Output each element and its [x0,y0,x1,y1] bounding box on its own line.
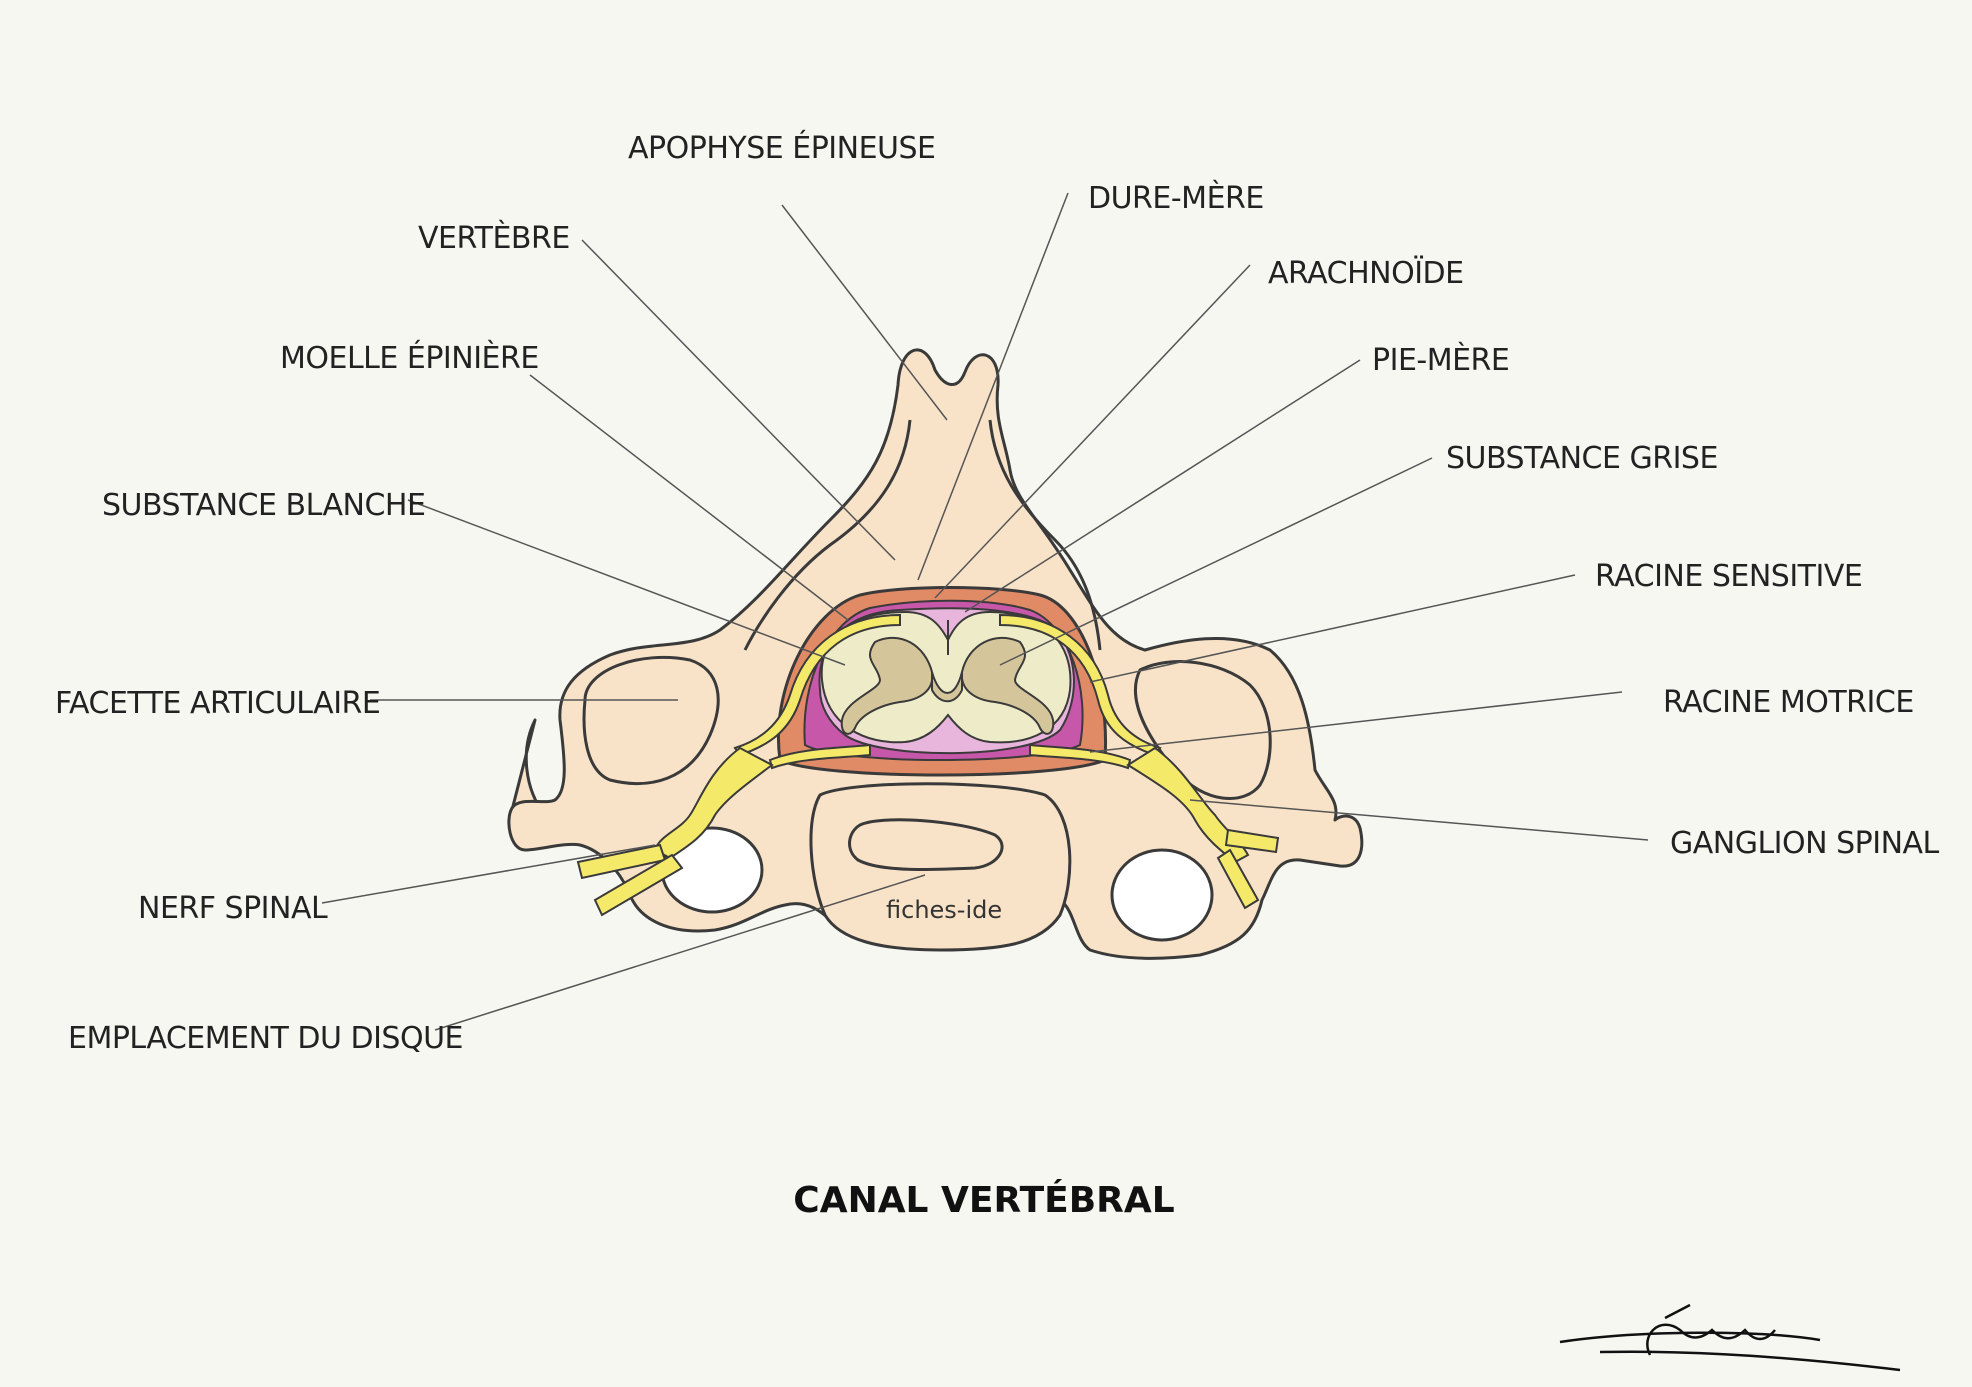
labels: APOPHYSE ÉPINEUSE VERTÈBRE MOELLE ÉPINIÈ… [55,130,1940,1221]
grey-matter [840,636,1055,735]
nerve-roots [576,613,1280,917]
label-racine-sensitive: RACINE SENSITIVE [1595,559,1862,594]
spinal-cord-assembly [777,586,1108,777]
label-facette: FACETTE ARTICULAIRE [55,686,380,721]
leader-pie-mere [964,359,1361,613]
leader-moelle [529,374,849,621]
leader-dure-mere [917,192,1069,581]
facet-right [1134,660,1272,800]
leader-substance-grise [999,457,1433,666]
root-right-sensory [999,613,1162,757]
label-substance-grise: SUBSTANCE GRISE [1446,441,1718,476]
leader-nerf-spinal [321,844,656,904]
facet-left [582,655,720,786]
leader-arachnoide [934,264,1251,599]
spinal-nerve-right-a [1224,828,1280,854]
label-ganglion: GANGLION SPINAL [1670,826,1940,861]
spinal-nerve-left-a [576,843,667,880]
disc-location [848,818,1004,872]
leader-apophyse [781,204,948,421]
leader-substance-blanche [407,499,846,666]
label-apophyse: APOPHYSE ÉPINEUSE [628,130,935,166]
spinal-nerve-left-b [593,853,684,917]
label-nerf-spinal: NERF SPINAL [138,891,328,926]
label-arachnoide: ARACHNOÏDE [1268,255,1464,291]
label-pie-mere: PIE-MÈRE [1372,342,1509,378]
diagram-title: CANAL VERTÉBRAL [793,1179,1174,1221]
leader-racine-sensitive [1089,574,1576,683]
foramen-right [1110,848,1214,942]
watermark-text: fiches-ide [886,896,1002,924]
label-racine-motrice: RACINE MOTRICE [1663,685,1914,720]
label-substance-blanche: SUBSTANCE BLANCHE [102,488,425,523]
root-left-sensory [733,613,901,757]
leader-disque [434,874,926,1031]
spinal-nerve-right-b [1216,848,1260,910]
leader-lines [321,192,1649,1031]
label-moelle: MOELLE ÉPINIÈRE [280,340,539,376]
signature [1559,1303,1901,1372]
leader-vertebre [581,239,896,561]
label-dure-mere: DURE-MÈRE [1088,180,1264,216]
label-vertebre: VERTÈBRE [418,220,570,256]
label-disque: EMPLACEMENT DU DISQUE [68,1021,463,1056]
leader-racine-motrice [1089,691,1623,753]
leader-ganglion [1189,799,1649,841]
